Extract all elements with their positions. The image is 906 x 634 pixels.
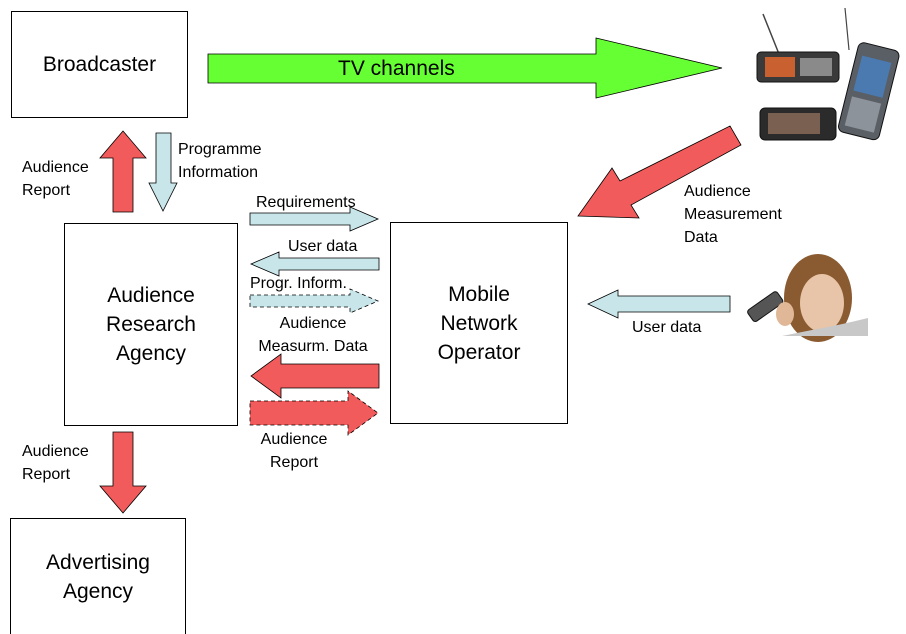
audience-measurm-data-label: Audience Measurm. Data xyxy=(258,315,368,355)
mobile-operator-label-line2: Network xyxy=(440,311,518,335)
user-data-middle-label: User data xyxy=(288,238,358,255)
mobile-operator-label-line3: Operator xyxy=(437,340,521,364)
audience-report-down-label: Audience Report xyxy=(22,443,89,483)
mobile-phones-image xyxy=(756,7,900,141)
audience-measurm-data-arrow xyxy=(250,353,380,399)
broadcaster-label: Broadcaster xyxy=(42,53,157,76)
woman-on-phone-image xyxy=(747,249,868,342)
advertising-agency-box: Advertising Agency xyxy=(10,518,186,634)
research-agency-box: Audience Research Agency xyxy=(64,223,238,426)
progr-inform-label: Progr. Inform. xyxy=(250,275,347,292)
audience-report-up-arrow xyxy=(99,130,147,213)
advertising-agency-label-line1: Advertising xyxy=(46,550,150,574)
user-data-right-arrow xyxy=(587,289,731,319)
broadcaster-box: Broadcaster xyxy=(11,11,188,118)
advertising-agency-label-line2: Agency xyxy=(62,579,134,603)
audience-report-middle-label: Audience Report xyxy=(260,431,328,471)
audience-measurement-arrow xyxy=(577,125,742,219)
programme-information-arrow xyxy=(148,132,178,212)
user-data-middle-arrow xyxy=(249,251,380,277)
tv-channels-label: TV channels xyxy=(338,57,455,80)
research-agency-label-line2: Research xyxy=(106,313,196,336)
audience-report-middle-arrow xyxy=(249,390,379,436)
tv-channels-arrow xyxy=(207,37,723,99)
progr-inform-arrow xyxy=(249,288,380,314)
audience-report-down-arrow xyxy=(99,431,147,514)
research-agency-label-line1: Audience xyxy=(107,284,195,307)
mobile-operator-label-line1: Mobile xyxy=(448,282,510,306)
audience-report-up-label: Audience Report xyxy=(22,159,89,199)
audience-measurement-data-label: Audience Measurement Data xyxy=(684,183,782,246)
research-agency-label-line3: Agency xyxy=(115,342,187,365)
requirements-arrow xyxy=(249,206,380,232)
user-data-right-label: User data xyxy=(632,319,702,336)
programme-information-label: Programme Information xyxy=(178,141,262,181)
requirements-label: Requirements xyxy=(256,194,356,211)
mobile-operator-box: Mobile Network Operator xyxy=(390,222,568,424)
